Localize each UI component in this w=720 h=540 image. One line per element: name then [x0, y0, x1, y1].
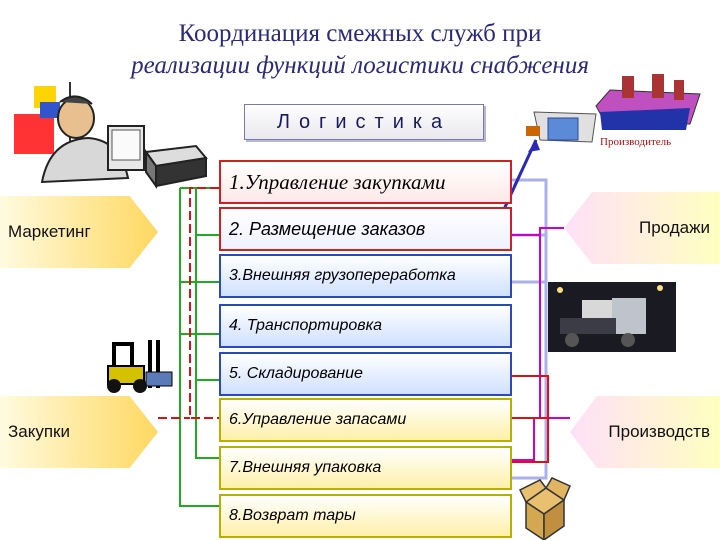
office-worker-icon: [14, 82, 144, 182]
forklift-icon: [107, 340, 172, 393]
printer-icon: [146, 146, 206, 186]
producer-label: Производитель: [600, 136, 671, 148]
cardboard-box-icon: [520, 478, 570, 540]
factory-icon: [526, 74, 700, 142]
truck-icon: [548, 282, 676, 352]
